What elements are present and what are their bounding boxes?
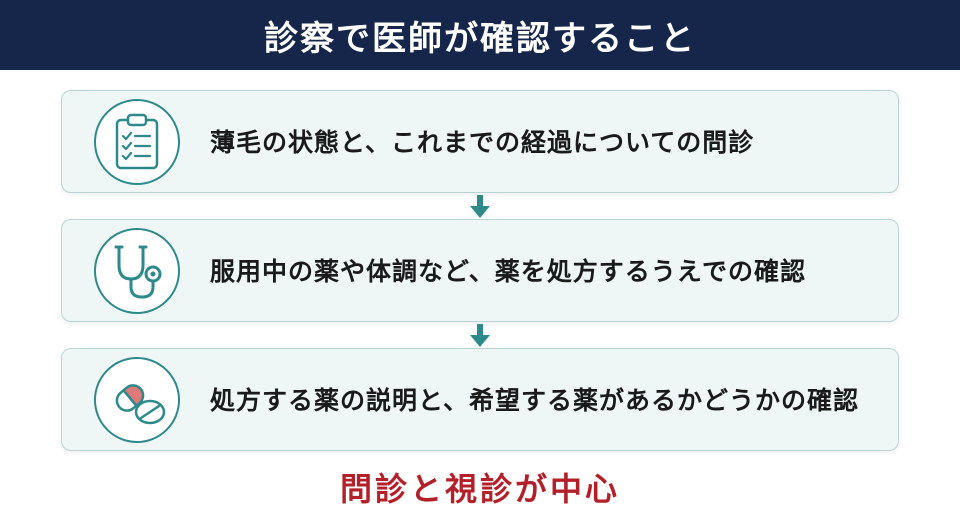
clipboard-checklist-icon <box>94 99 180 185</box>
medicine-pills-icon <box>94 357 180 443</box>
step-text-1: 薄毛の状態と、これまでの経過についての問診 <box>210 128 755 157</box>
page-title: 診察で医師が確認すること <box>264 18 696 59</box>
header-bar: 診察で医師が確認すること <box>0 0 960 70</box>
stethoscope-icon <box>94 228 180 314</box>
arrow-down-icon <box>470 324 490 347</box>
step-box-1: 薄毛の状態と、これまでの経過についての問診 <box>61 90 899 193</box>
step-text-2: 服用中の薬や体調など、薬を処方するうえでの確認 <box>210 257 807 286</box>
summary-text: 問診と視診が中心 <box>339 470 620 508</box>
step-box-2: 服用中の薬や体調など、薬を処方するうえでの確認 <box>61 219 899 322</box>
arrow-down-icon <box>470 195 490 218</box>
step-box-3: 処方する薬の説明と、希望する薬があるかどうかの確認 <box>61 348 899 451</box>
step-text-3: 処方する薬の説明と、希望する薬があるかどうかの確認 <box>210 386 860 415</box>
